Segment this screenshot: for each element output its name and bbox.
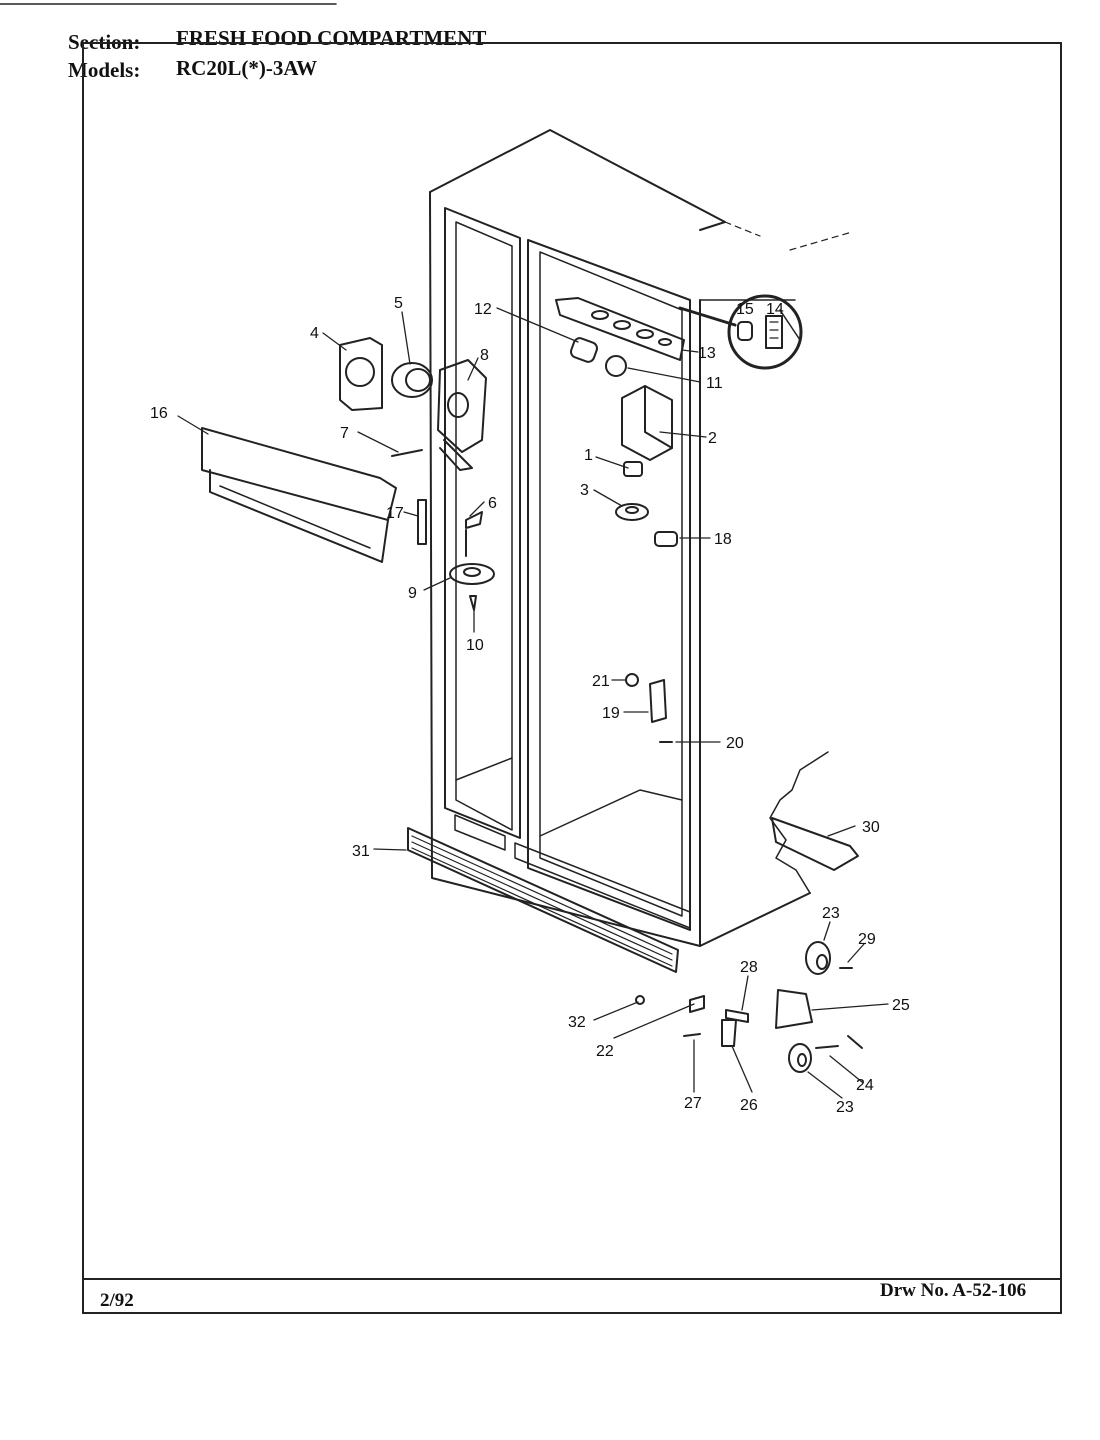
callout-9: 9 [408, 585, 417, 602]
part-30 [769, 751, 859, 894]
part-26 [721, 1019, 737, 1047]
callout-8: 8 [480, 347, 489, 364]
detail-circle-14-15 [678, 294, 803, 370]
bulb-socket-11-12 [569, 337, 627, 377]
part-21 [625, 673, 639, 687]
callout-15: 15 [736, 301, 754, 318]
callout-3: 3 [580, 482, 589, 499]
part-28 [725, 1009, 749, 1023]
callout-18: 18 [714, 531, 732, 548]
light-shield-2 [621, 385, 673, 461]
callout-14: 14 [766, 301, 784, 318]
damper-5 [391, 362, 433, 398]
part-6 [465, 511, 483, 529]
part-17 [417, 499, 427, 545]
roller-23-lower [788, 1043, 812, 1073]
models-value: RC20L(*)-3AW [176, 56, 318, 80]
leader-lines [177, 307, 889, 1099]
callout-2: 2 [708, 430, 717, 447]
callout-16: 16 [150, 405, 168, 422]
part-19 [649, 679, 667, 723]
axle-24 [815, 1035, 863, 1049]
grille-31 [407, 827, 679, 973]
drawing-number: Drw No. A-52-106 [880, 1280, 1027, 1301]
switch-1 [623, 461, 643, 477]
callout-23-upper: 23 [822, 905, 840, 922]
callout-23-lower: 23 [836, 1099, 854, 1116]
part-18 [654, 531, 678, 547]
callout-17: 17 [386, 505, 404, 522]
cover-16 [201, 427, 397, 563]
control-8 [437, 359, 487, 471]
callout-labels: 4 5 8 12 7 16 13 11 2 1 3 6 17 18 9 10 2… [150, 295, 910, 1116]
callout-21: 21 [592, 673, 610, 690]
callout-31: 31 [352, 843, 370, 860]
callout-10: 10 [466, 637, 484, 654]
control-housing-4 [339, 337, 383, 411]
part-25 [775, 989, 813, 1029]
light-bracket-13 [555, 297, 685, 361]
callout-27: 27 [684, 1095, 702, 1112]
callout-24: 24 [856, 1077, 874, 1094]
refrigerator-cabinet [429, 129, 853, 947]
dial-9 [449, 563, 495, 585]
section-title: FRESH FOOD COMPARTMENT [176, 26, 487, 50]
callout-4: 4 [310, 325, 319, 342]
callout-19: 19 [602, 705, 620, 722]
callout-5: 5 [394, 295, 403, 312]
callout-28: 28 [740, 959, 758, 976]
callout-22: 22 [596, 1043, 614, 1060]
callout-11: 11 [706, 375, 723, 392]
callout-13: 13 [698, 345, 716, 362]
callout-1: 1 [584, 447, 593, 464]
screw-27 [683, 1033, 701, 1037]
callout-7: 7 [340, 425, 349, 442]
part-32 [635, 995, 645, 1005]
roller-23-upper [805, 941, 831, 975]
models-label: Models: [68, 58, 141, 82]
callout-25: 25 [892, 997, 910, 1014]
callout-6: 6 [488, 495, 497, 512]
callout-26: 26 [740, 1097, 758, 1114]
callout-32: 32 [568, 1014, 586, 1031]
footer-divider [82, 1278, 1062, 1280]
screw-10 [469, 595, 477, 611]
callout-12: 12 [474, 301, 492, 318]
part-22 [689, 995, 705, 1013]
knob-3 [615, 503, 649, 521]
callout-30: 30 [862, 819, 880, 836]
part-7 [391, 449, 423, 457]
callout-20: 20 [726, 735, 744, 752]
drawing-frame [82, 42, 1062, 1314]
drawing-date: 2/92 [100, 1290, 134, 1311]
callout-29: 29 [858, 931, 876, 948]
